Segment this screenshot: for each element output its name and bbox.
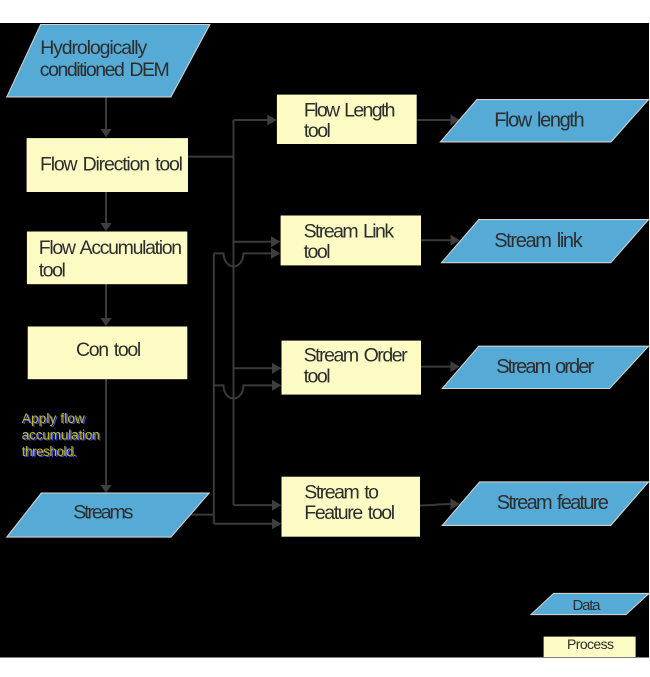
svg-text:Flow Accumulation: Flow Accumulation — [39, 237, 182, 259]
svg-text:tool: tool — [39, 259, 66, 281]
svg-text:Flow Length: Flow Length — [304, 100, 396, 122]
svg-text:tool: tool — [304, 120, 331, 142]
svg-text:Streams: Streams — [73, 502, 133, 524]
svg-text:Apply flow: Apply flow — [22, 411, 85, 426]
svg-text:Stream to: Stream to — [304, 482, 379, 504]
svg-text:conditioned DEM: conditioned DEM — [40, 59, 170, 81]
svg-text:Stream Order: Stream Order — [304, 345, 409, 367]
svg-text:accumulation: accumulation — [23, 429, 101, 444]
svg-text:Con tool: Con tool — [76, 339, 141, 361]
svg-text:Stream feature: Stream feature — [497, 492, 609, 514]
svg-text:Stream link: Stream link — [494, 230, 584, 252]
svg-text:Stream Link: Stream Link — [304, 221, 395, 243]
svg-text:Hydrologically: Hydrologically — [40, 37, 147, 59]
svg-text:threshold.: threshold. — [22, 444, 77, 459]
svg-text:Apply flow: Apply flow — [23, 412, 86, 427]
svg-text:Flow length: Flow length — [494, 110, 584, 132]
svg-text:tool: tool — [304, 366, 331, 388]
svg-text:Flow Direction tool: Flow Direction tool — [40, 154, 183, 176]
svg-text:Feature tool: Feature tool — [304, 502, 395, 524]
svg-text:Process: Process — [567, 636, 614, 652]
svg-text:Data: Data — [573, 597, 602, 614]
svg-text:Stream order: Stream order — [496, 356, 594, 378]
svg-text:accumulation: accumulation — [22, 428, 100, 443]
svg-text:tool: tool — [304, 241, 331, 263]
svg-text:threshold.: threshold. — [23, 445, 78, 460]
